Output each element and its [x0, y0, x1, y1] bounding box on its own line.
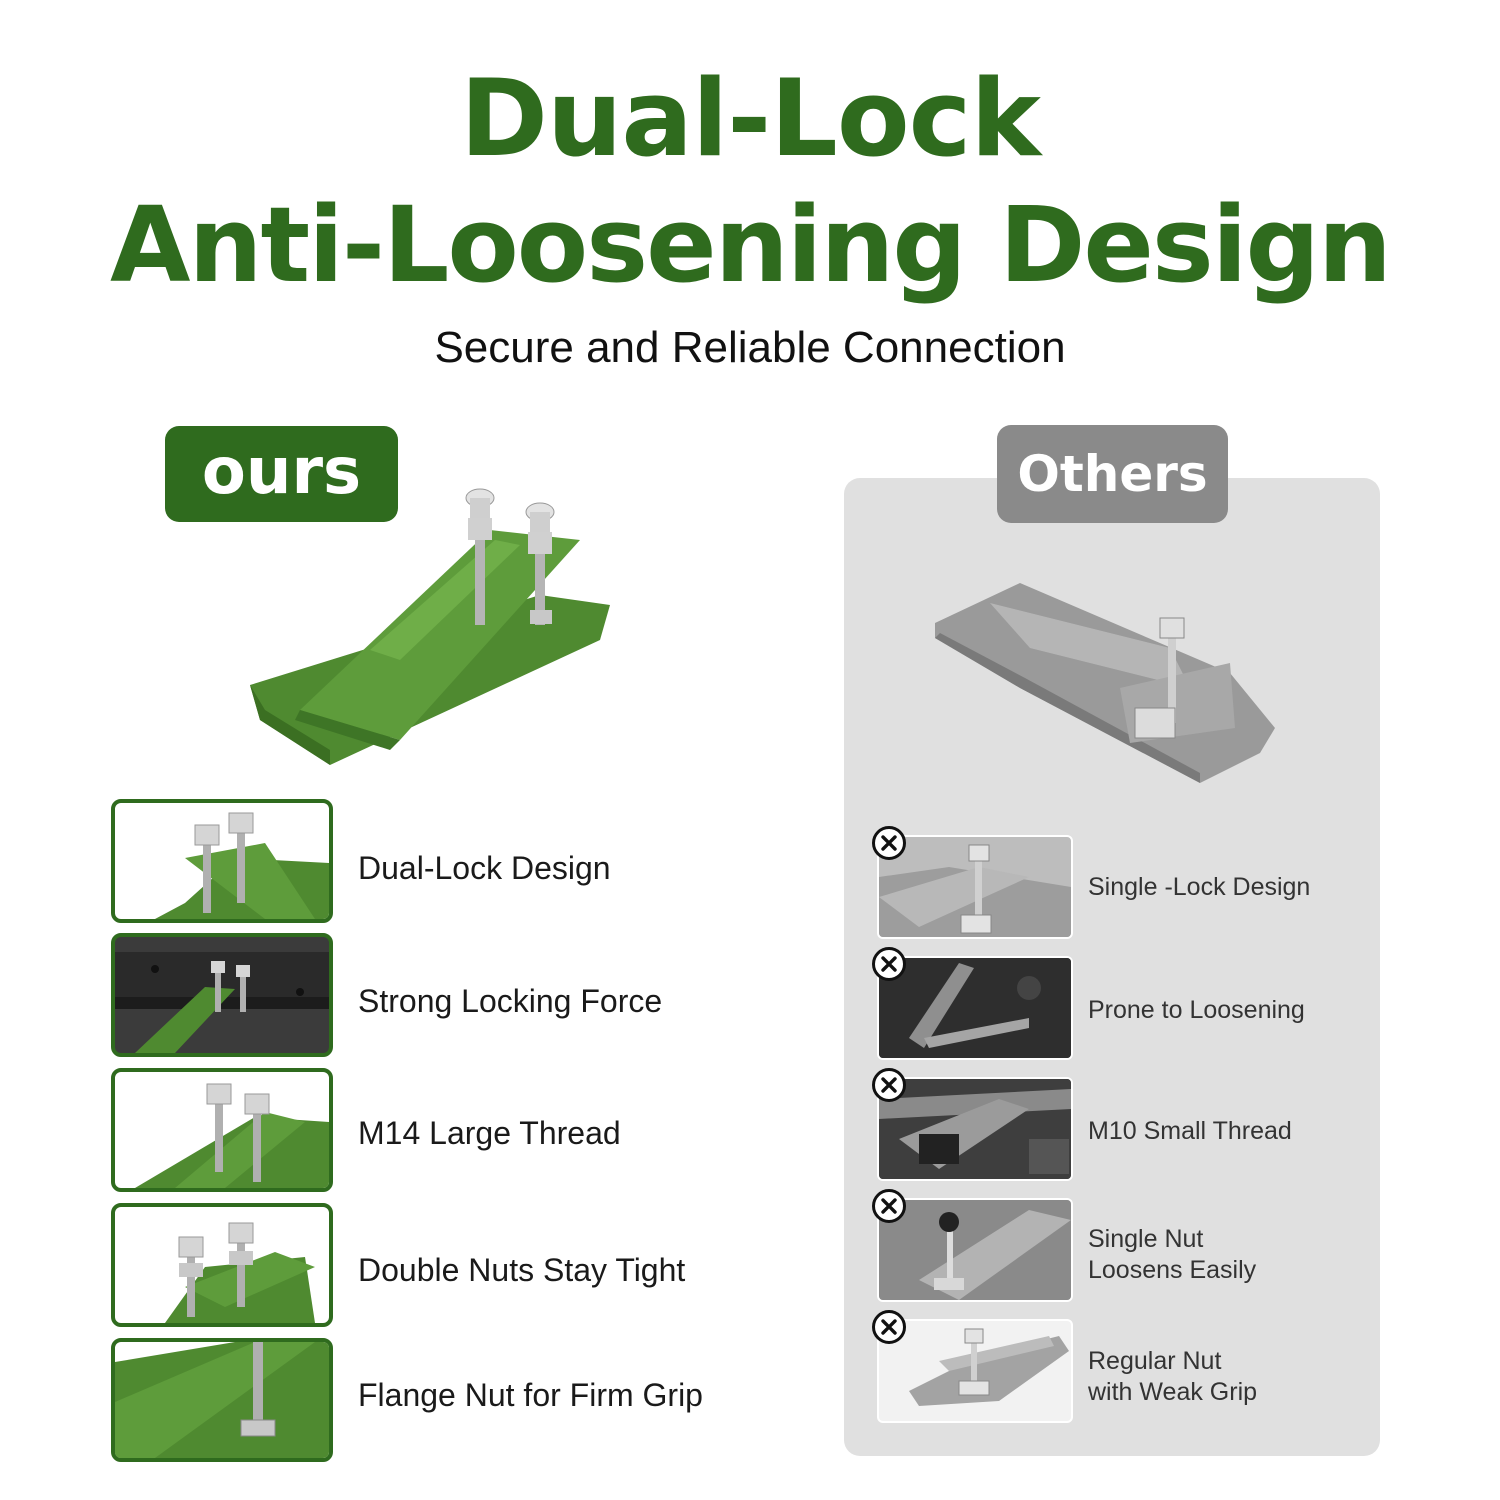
others-feature-label: Prone to Loosening	[1088, 996, 1305, 1024]
ours-feature-label: Strong Locking Force	[358, 983, 663, 1019]
others-feature-label: Single -Lock Design	[1088, 873, 1311, 901]
ours-feature-label: Double Nuts Stay Tight	[358, 1252, 686, 1288]
others-thumb-small-thread	[877, 1077, 1073, 1181]
ours-thumb-flange-nut	[111, 1338, 333, 1462]
ours-feature-label: Dual-Lock Design	[358, 850, 611, 886]
others-badge: Others	[997, 425, 1228, 523]
x-circle-icon	[872, 1068, 906, 1102]
subtitle: Secure and Reliable Connection	[434, 323, 1066, 372]
ours-feature-label: M14 Large Thread	[358, 1115, 621, 1151]
x-circle-icon	[872, 947, 906, 981]
others-thumb-regular-nut	[877, 1319, 1073, 1423]
ours-thumb-double-nuts	[111, 1203, 333, 1327]
ours-thumb-large-thread	[111, 1068, 333, 1192]
title-line-2: Anti-Loosening Design	[110, 184, 1392, 306]
x-circle-icon	[872, 1189, 906, 1223]
ours-product-image	[250, 488, 610, 765]
x-circle-icon	[872, 1310, 906, 1344]
others-thumb-single-lock	[877, 835, 1073, 939]
others-thumb-loosening	[877, 956, 1073, 1060]
ours-feature-label: Flange Nut for Firm Grip	[358, 1377, 703, 1413]
ours-thumb-dual-lock	[111, 799, 333, 923]
others-product-image	[935, 583, 1275, 783]
others-feature-label: M10 Small Thread	[1088, 1117, 1292, 1145]
title-line-1: Dual-Lock	[459, 57, 1041, 180]
x-circle-icon	[872, 826, 906, 860]
others-thumb-single-nut	[877, 1198, 1073, 1302]
ours-badge: ours	[165, 426, 398, 522]
ours-thumb-locking-force	[111, 933, 333, 1057]
